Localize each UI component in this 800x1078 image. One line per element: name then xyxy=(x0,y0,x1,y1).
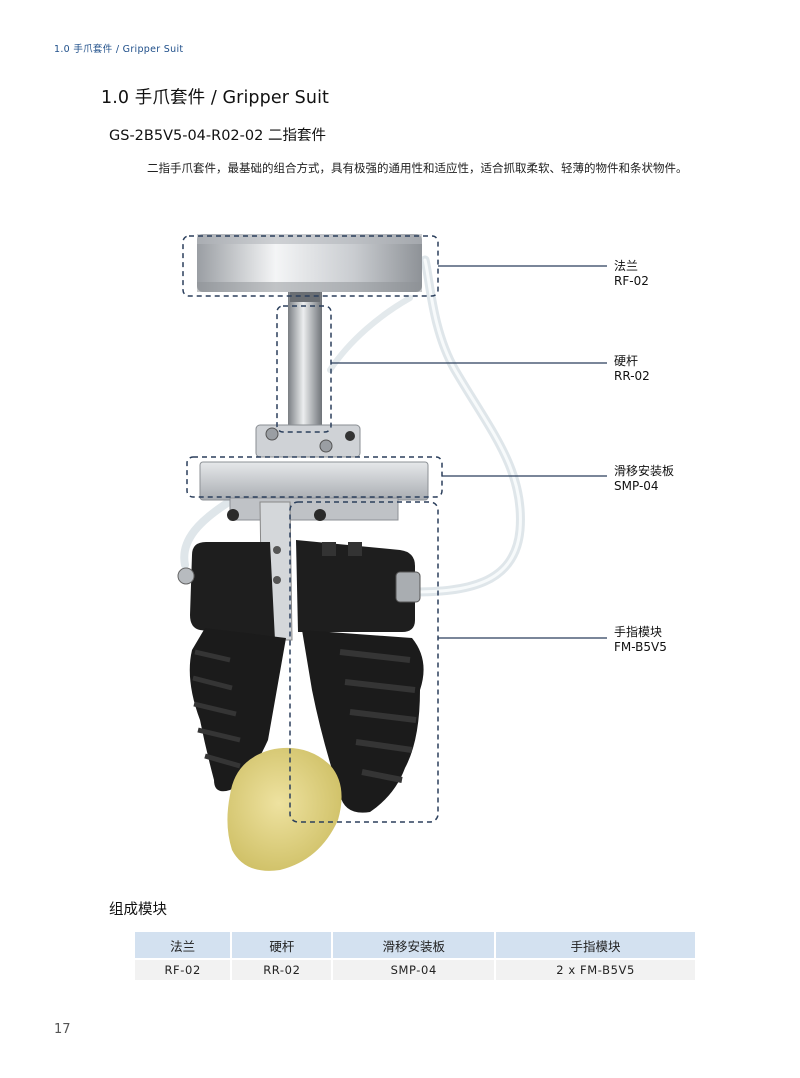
callout-rod: 硬杆 RR-02 xyxy=(614,354,650,384)
flange xyxy=(197,234,422,292)
table-cell: SMP-04 xyxy=(332,958,497,980)
rod xyxy=(288,292,322,442)
table-row: RF-02 RR-02 SMP-04 2 x FM-B5V5 xyxy=(135,958,695,980)
section-title: 1.0 手爪套件 / Gripper Suit xyxy=(101,88,329,108)
sponge-object xyxy=(227,747,342,871)
right-finger-soft xyxy=(302,630,424,813)
table-header-cell: 硬杆 xyxy=(231,932,334,959)
callout-slide-plate-code: SMP-04 xyxy=(614,479,659,493)
table-cell: RF-02 xyxy=(135,958,233,980)
gripper-illustration xyxy=(177,234,607,871)
slide-plate-frame xyxy=(186,456,443,498)
callout-slide-plate-name: 滑移安装板 xyxy=(614,464,675,478)
callout-finger: 手指模块 FM-B5V5 xyxy=(614,625,667,655)
product-description: 二指手爪套件，最基础的组合方式，具有极强的通用性和适应性，适合抓取柔软、轻薄的物… xyxy=(147,161,688,175)
slide-plate xyxy=(199,461,429,501)
rod-frame xyxy=(276,305,332,433)
callout-rod-code: RR-02 xyxy=(614,369,650,383)
product-title: GS-2B5V5-04-R02-02 二指套件 xyxy=(109,128,326,144)
left-finger-body xyxy=(190,542,275,640)
table-cell: RR-02 xyxy=(231,958,334,980)
callout-slide-plate: 滑移安装板 SMP-04 xyxy=(614,464,674,494)
table-header-row: 法兰 硬杆 滑移安装板 手指模块 xyxy=(135,932,695,959)
table-cell: 2 x FM-B5V5 xyxy=(495,958,695,980)
flange-frame xyxy=(182,235,439,297)
air-tube xyxy=(407,255,525,597)
air-fitting xyxy=(395,571,421,603)
callout-finger-code: FM-B5V5 xyxy=(614,640,667,654)
callout-flange-code: RF-02 xyxy=(614,274,649,288)
air-tube-left xyxy=(180,496,236,569)
callout-finger-name: 手指模块 xyxy=(614,625,663,639)
table-header-cell: 法兰 xyxy=(135,932,233,959)
modules-table: 法兰 硬杆 滑移安装板 手指模块 RF-02 RR-02 SMP-04 2 x … xyxy=(135,932,695,980)
gripper-figure: 法兰 RF-02 硬杆 RR-02 滑移安装板 SMP-04 手指模块 FM-B… xyxy=(0,220,800,880)
finger-frame xyxy=(289,501,439,823)
modules-title: 组成模块 xyxy=(109,902,167,918)
running-header: 1.0 手爪套件 / Gripper Suit xyxy=(54,44,184,55)
callout-rod-name: 硬杆 xyxy=(614,354,639,368)
callout-flange: 法兰 RF-02 xyxy=(614,259,649,289)
callout-flange-name: 法兰 xyxy=(614,259,639,273)
right-finger-body xyxy=(296,540,415,632)
page-number: 17 xyxy=(54,1022,71,1037)
table-header-cell: 手指模块 xyxy=(495,932,695,959)
left-finger-soft xyxy=(189,628,286,792)
table-header-cell: 滑移安装板 xyxy=(332,932,497,959)
